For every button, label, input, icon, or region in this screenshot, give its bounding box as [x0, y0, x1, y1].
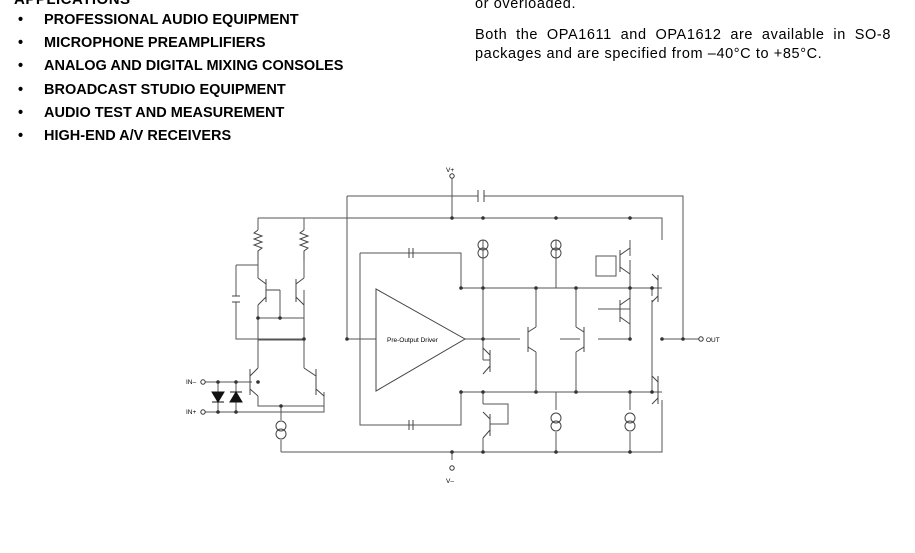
- application-item-label: MICROPHONE PREAMPLIFIERS: [44, 35, 266, 52]
- description-paragraph: Both the OPA1611 and OPA1612 are availab…: [475, 27, 891, 62]
- resistor-icon: [252, 229, 310, 260]
- transistor-icon: [249, 247, 659, 439]
- description-fragment: or overloaded.: [475, 0, 577, 12]
- in-minus-label: IN–: [186, 379, 197, 386]
- out-label: OUT: [706, 337, 720, 344]
- list-item: • MICROPHONE PREAMPLIFIERS: [18, 34, 343, 57]
- diode-icon: [211, 391, 243, 403]
- bullet: •: [18, 127, 24, 144]
- terminal-icon: [200, 173, 704, 471]
- vplus-label: V+: [446, 167, 454, 174]
- junction-dot: [216, 216, 685, 454]
- driver-label: Pre-Output Driver: [387, 337, 439, 344]
- vminus-label: V–: [446, 478, 454, 485]
- list-item: • ANALOG AND DIGITAL MIXING CONSOLES: [18, 57, 343, 80]
- list-item: • BROADCAST STUDIO EQUIPMENT: [18, 81, 343, 104]
- application-item-label: AUDIO TEST AND MEASUREMENT: [44, 104, 285, 121]
- application-item-label: HIGH-END A/V RECEIVERS: [44, 127, 232, 144]
- bullet: •: [18, 12, 24, 28]
- list-item: • HIGH-END A/V RECEIVERS: [18, 127, 343, 150]
- application-item-label: ANALOG AND DIGITAL MIXING CONSOLES: [44, 58, 344, 75]
- bullet: •: [18, 104, 24, 121]
- bullet: •: [18, 35, 24, 52]
- pre-output-driver-triangle: [375, 288, 467, 392]
- bullet: •: [18, 81, 24, 98]
- capacitor-icon: [232, 190, 485, 430]
- application-item-label: BROADCAST STUDIO EQUIPMENT: [44, 81, 286, 98]
- list-item: • PROFESSIONAL AUDIO EQUIPMENT: [18, 11, 343, 34]
- in-plus-label: IN+: [186, 409, 197, 416]
- section-heading-applications: APPLICATIONS: [14, 0, 131, 8]
- schematic-wires: [205, 177, 700, 460]
- application-item-label: PROFESSIONAL AUDIO EQUIPMENT: [44, 12, 299, 28]
- bullet: •: [18, 58, 24, 75]
- applications-list: • PROFESSIONAL AUDIO EQUIPMENT • MICROPHON…: [18, 11, 343, 150]
- list-item: • AUDIO TEST AND MEASUREMENT: [18, 104, 343, 127]
